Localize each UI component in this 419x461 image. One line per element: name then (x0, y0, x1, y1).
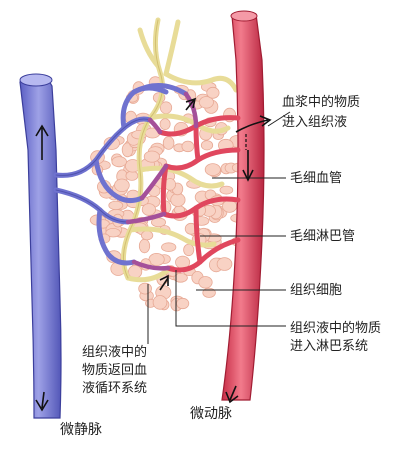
tissue-cell (199, 277, 212, 289)
tissue-cell (141, 231, 152, 240)
tissue-cell (144, 151, 159, 162)
tissue-cell (177, 298, 189, 308)
tissue-cell (160, 102, 171, 114)
tissue-cell (182, 141, 194, 152)
tissue-cell (163, 137, 174, 150)
tissue-cell (220, 186, 233, 194)
tissue-cell (142, 204, 155, 216)
tissue-cell (171, 193, 185, 206)
tissue-cell (139, 283, 152, 294)
label-tissue-to-lymph-1: 组织液中的物质 (290, 320, 381, 337)
label-tissue-to-blood-2: 物质返回血 (82, 362, 147, 379)
tissue-cell (207, 87, 219, 98)
label-tissue-to-blood-1: 组织液中的 (82, 344, 147, 361)
tissue-cell (139, 239, 149, 253)
tissue-cell (115, 179, 130, 192)
label-arteriole: 微动脉 (190, 406, 232, 423)
tissue-cell (162, 243, 176, 252)
label-plasma-into-tissue-2: 进入组织液 (282, 114, 347, 131)
tissue-cell (112, 157, 127, 167)
label-tissue-to-lymph-2: 进入淋巴系统 (290, 338, 368, 355)
label-plasma-into-tissue-1: 血浆中的物质 (282, 94, 360, 111)
tissue-cell (205, 164, 220, 176)
tissue-cell (217, 258, 232, 271)
label-venule: 微静脉 (60, 422, 102, 439)
label-tissue-cell: 组织细胞 (290, 282, 342, 299)
tissue-cell (153, 296, 167, 310)
tissue-cell (160, 119, 170, 130)
label-capillary: 毛细血管 (290, 170, 342, 187)
tissue-cell (184, 244, 194, 256)
label-tissue-to-blood-3: 液循环系统 (82, 380, 147, 397)
tissue-cell (223, 200, 237, 212)
tissue-cell (201, 141, 212, 150)
label-lymph-capillary: 毛细淋巴管 (290, 228, 355, 245)
tissue-cell (109, 201, 123, 210)
